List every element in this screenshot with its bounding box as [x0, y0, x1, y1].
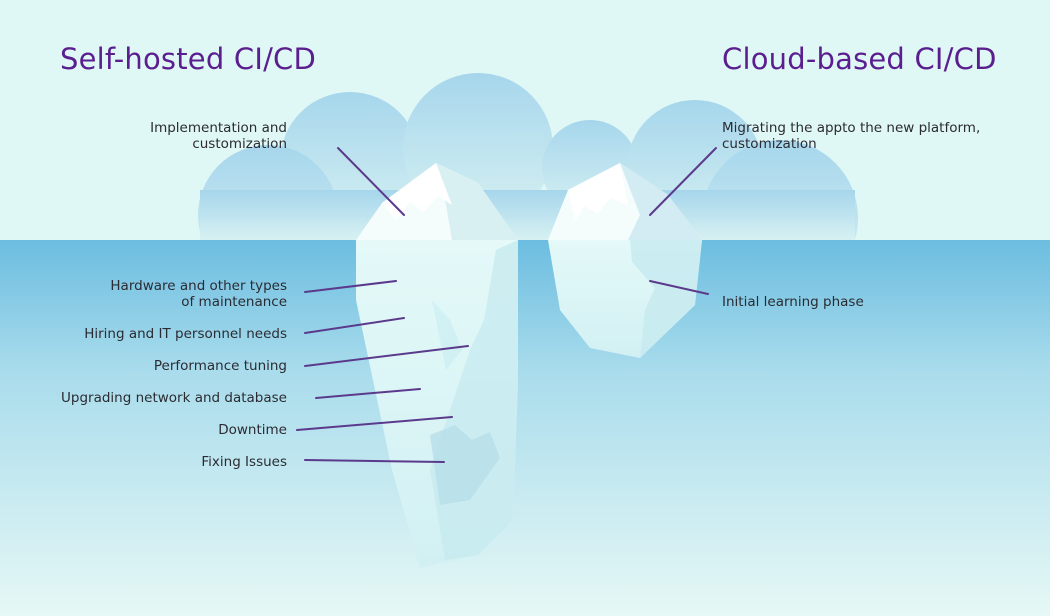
connector-lines — [296, 147, 717, 463]
right-iceberg-underwater — [548, 240, 702, 358]
left-iceberg-underwater-facet — [430, 425, 500, 505]
label-fixing-issues: Fixing Issues — [201, 454, 287, 470]
right-iceberg-tip-shadow — [620, 163, 702, 240]
right-iceberg-tip — [548, 163, 702, 240]
right-iceberg-underwater-shadow — [630, 240, 702, 358]
left-iceberg-tip — [356, 163, 518, 240]
right-iceberg-snow — [568, 163, 628, 222]
label-downtime: Downtime — [218, 422, 287, 438]
cloud-based-title: Cloud-based CI/CD — [722, 42, 997, 76]
self-hosted-title: Self-hosted CI/CD — [60, 42, 317, 76]
connector-line — [304, 459, 445, 463]
label-implementation: Implementation and customization — [150, 120, 287, 152]
label-performance-tuning: Performance tuning — [153, 358, 287, 374]
left-iceberg-underwater — [356, 240, 518, 568]
connector-line — [304, 317, 405, 334]
connector-line — [315, 388, 421, 399]
connector-line — [649, 280, 709, 295]
label-initial-learning: Initial learning phase — [722, 294, 864, 310]
connector-line — [649, 147, 717, 216]
connector-line — [337, 147, 405, 216]
label-migrating-app: Migrating the appto the new platform, cu… — [722, 120, 981, 152]
left-iceberg-snow — [382, 163, 452, 220]
label-hardware-maintenance: Hardware and other types of maintenance — [110, 278, 287, 310]
label-hiring-personnel: Hiring and IT personnel needs — [84, 326, 287, 342]
water — [0, 240, 1050, 616]
label-upgrading-network: Upgrading network and database — [61, 390, 287, 406]
cloud-base — [200, 190, 855, 240]
connector-line — [304, 280, 397, 293]
connector-line — [304, 345, 469, 367]
left-iceberg-underwater-facet — [432, 300, 462, 370]
left-iceberg-tip-shadow — [436, 163, 518, 240]
connector-line — [296, 416, 453, 431]
